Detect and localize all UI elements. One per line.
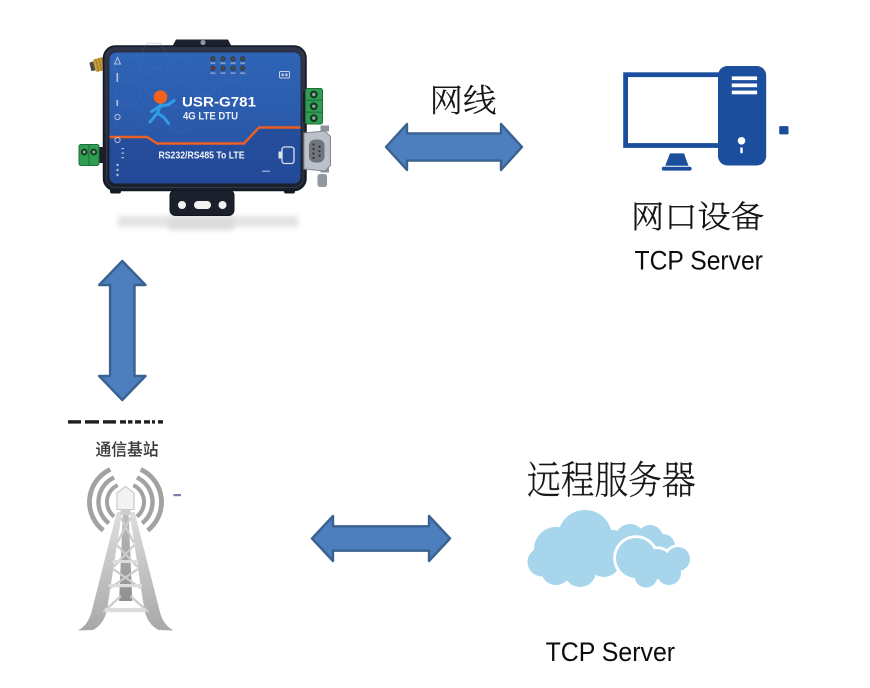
svg-text:TCP Server: TCP Server <box>546 637 676 667</box>
svg-text:USR-G781: USR-G781 <box>182 95 257 110</box>
svg-text:TCP Server: TCP Server <box>635 246 764 276</box>
svg-text:4G LTE DTU: 4G LTE DTU <box>183 111 238 123</box>
svg-text:RS232/RS485 To LTE: RS232/RS485 To LTE <box>159 151 245 162</box>
